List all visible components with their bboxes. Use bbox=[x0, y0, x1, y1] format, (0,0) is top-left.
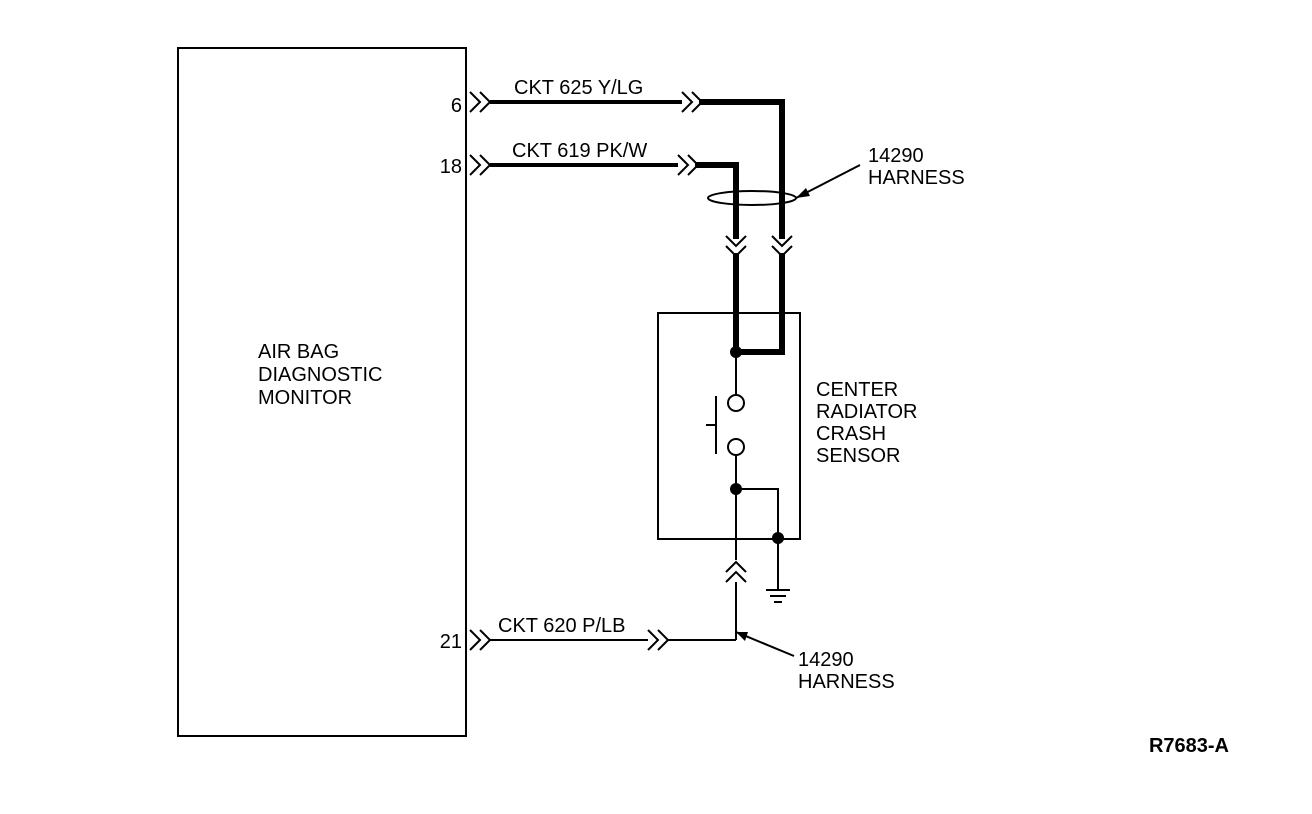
monitor-label-line-3: MONITOR bbox=[258, 387, 352, 409]
sensor-label-line-3: CRASH bbox=[816, 423, 886, 445]
harness-bottom-arrowhead bbox=[736, 632, 748, 641]
diagnostic-monitor-box bbox=[177, 47, 467, 737]
ckt-620-wire bbox=[469, 629, 736, 651]
switch-actuator bbox=[706, 396, 717, 454]
ground-icon bbox=[766, 589, 790, 603]
sensor-connectors-top bbox=[725, 235, 793, 355]
ckt-619-wire bbox=[469, 154, 739, 239]
sensor-connector-bottom bbox=[725, 560, 747, 640]
ckt-619-label: CKT 619 PK/W bbox=[512, 140, 647, 162]
harness-top-label-line-1: 14290 bbox=[868, 145, 924, 167]
crash-sensor-box bbox=[657, 312, 801, 540]
switch-contact-upper bbox=[727, 394, 745, 412]
harness-top-label-line-2: HARNESS bbox=[868, 167, 965, 189]
sensor-node-ground bbox=[772, 532, 784, 544]
pin-21-label: 21 bbox=[440, 631, 462, 653]
sensor-label-line-2: RADIATOR bbox=[816, 401, 918, 423]
ckt-625-wire bbox=[469, 91, 785, 239]
sensor-label-line-4: SENSOR bbox=[816, 445, 900, 467]
monitor-label-line-1: AIR BAG bbox=[258, 341, 339, 363]
pin-18-label: 18 bbox=[440, 156, 462, 178]
switch-contact-lower bbox=[727, 438, 745, 456]
ckt-625-label: CKT 625 Y/LG bbox=[514, 77, 643, 99]
harness-bottom-label-line-2: HARNESS bbox=[798, 671, 895, 693]
pin-6-label: 6 bbox=[451, 95, 462, 117]
harness-top-arrowhead bbox=[796, 188, 810, 198]
sensor-label-line-1: CENTER bbox=[816, 379, 898, 401]
ckt-620-label: CKT 620 P/LB bbox=[498, 615, 625, 637]
figure-id: R7683-A bbox=[1149, 735, 1229, 757]
monitor-label-line-2: DIAGNOSTIC bbox=[258, 364, 382, 386]
harness-bottom-label-line-1: 14290 bbox=[798, 649, 854, 671]
